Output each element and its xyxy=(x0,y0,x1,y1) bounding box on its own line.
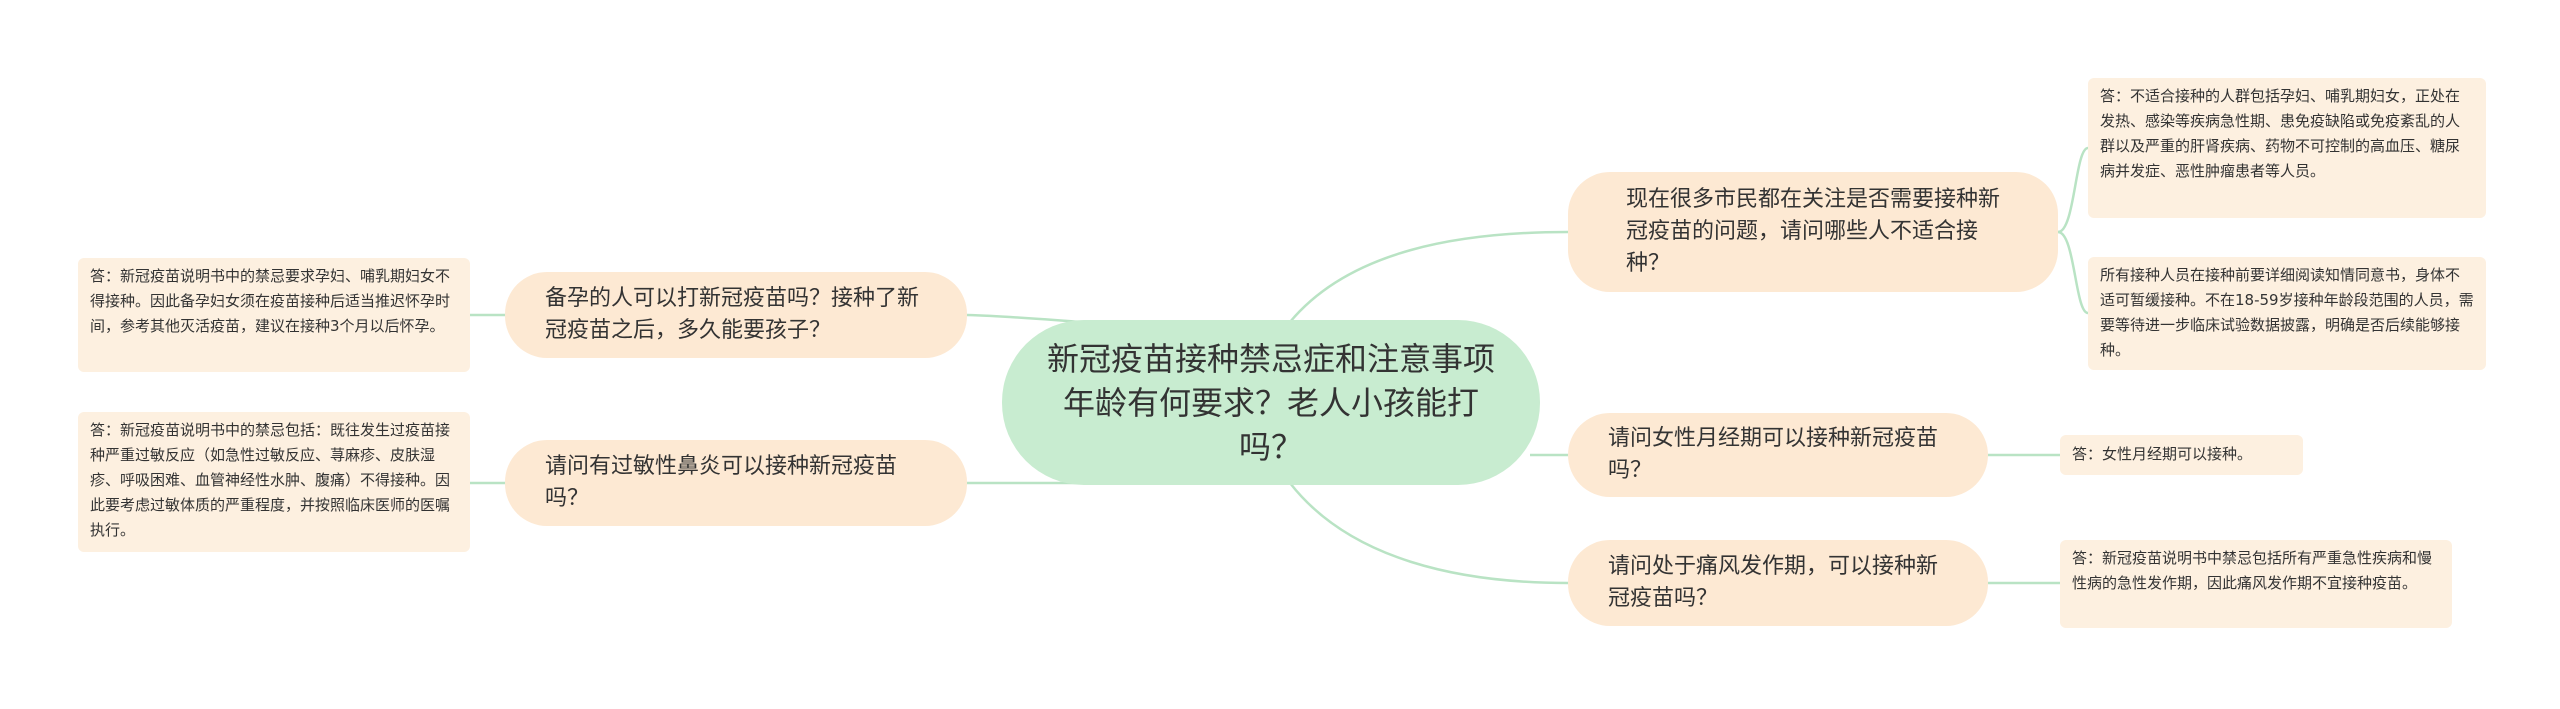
answer-node[interactable]: 答：新冠疫苗说明书中的禁忌要求孕妇、哺乳期妇女不得接种。因此备孕妇女须在疫苗接种… xyxy=(78,258,470,372)
question-node[interactable]: 请问有过敏性鼻炎可以接种新冠疫苗吗？ xyxy=(505,440,967,526)
connector-center-q1 xyxy=(1289,230,1569,323)
answer-node[interactable]: 答：新冠疫苗说明书中的禁忌包括：既往发生过疫苗接种严重过敏反应（如急性过敏反应、… xyxy=(78,412,470,552)
connector-q1-a2 xyxy=(2057,230,2089,315)
central-topic-text: 新冠疫苗接种禁忌症和注意事项年龄有何要求？老人小孩能打吗？ xyxy=(1046,339,1495,466)
question-text: 请问有过敏性鼻炎可以接种新冠疫苗吗？ xyxy=(545,454,898,511)
question-node[interactable]: 现在很多市民都在关注是否需要接种新冠疫苗的问题，请问哪些人不适合接种？ xyxy=(1568,172,2058,292)
question-text: 请问女性月经期可以接种新冠疫苗吗？ xyxy=(1608,426,1939,483)
question-node[interactable]: 请问女性月经期可以接种新冠疫苗吗？ xyxy=(1568,413,1988,497)
question-node[interactable]: 请问处于痛风发作期，可以接种新冠疫苗吗？ xyxy=(1568,540,1988,626)
central-topic[interactable]: 新冠疫苗接种禁忌症和注意事项年龄有何要求？老人小孩能打吗？ xyxy=(1002,320,1540,485)
question-text: 现在很多市民都在关注是否需要接种新冠疫苗的问题，请问哪些人不适合接种？ xyxy=(1626,187,2001,276)
answer-node[interactable]: 答：不适合接种的人群包括孕妇、哺乳期妇女，正处在发热、感染等疾病急性期、患免疫缺… xyxy=(2088,78,2486,218)
connector-center-q4 xyxy=(966,313,1081,324)
question-text: 请问处于痛风发作期，可以接种新冠疫苗吗？ xyxy=(1608,554,1939,611)
question-text: 备孕的人可以打新冠疫苗吗？接种了新冠疫苗之后，多久能要孩子？ xyxy=(545,286,920,343)
connector-q1-a1 xyxy=(2057,146,2089,234)
answer-node[interactable]: 所有接种人员在接种前要详细阅读知情同意书，身体不适可暂缓接种。不在18-59岁接… xyxy=(2088,257,2486,370)
answer-node[interactable]: 答：女性月经期可以接种。 xyxy=(2060,435,2303,475)
connector-center-q3 xyxy=(1289,482,1569,585)
question-node[interactable]: 备孕的人可以打新冠疫苗吗？接种了新冠疫苗之后，多久能要孩子？ xyxy=(505,272,967,358)
answer-node[interactable]: 答：新冠疫苗说明书中禁忌包括所有严重急性疾病和慢性病的急性发作期，因此痛风发作期… xyxy=(2060,540,2452,628)
